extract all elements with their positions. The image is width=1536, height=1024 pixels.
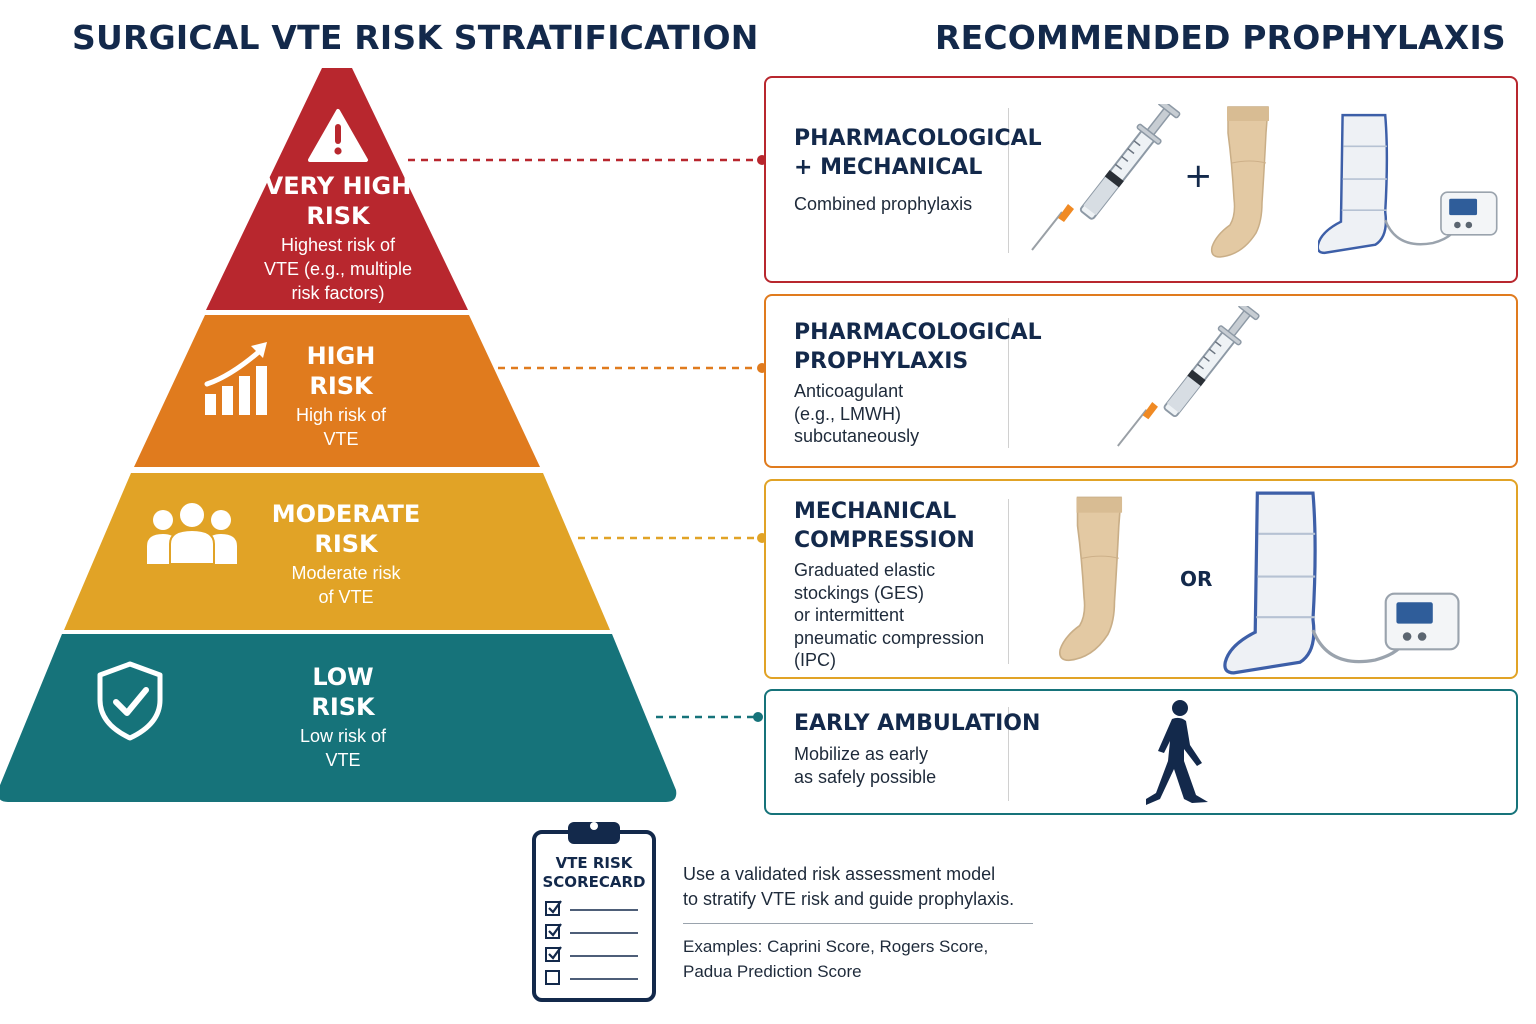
tier-description: VTE [325,750,361,770]
tier-description: VTE (e.g., multiple [263,259,413,279]
mechanical-compression-card: MECHANICAL COMPRESSION Graduated elastic… [764,479,1518,679]
tier-description: Low risk of [299,726,387,746]
tier-title: HIGH [306,342,376,370]
card-description-line: pneumatic compression [794,627,985,648]
card-description-line: or intermittent [794,605,905,625]
moderate-risk-label: MODERATE RISK Moderate risk of VTE [256,499,436,609]
scorecard-title-line-1: VTE RISK [556,854,634,872]
card-title: PHARMACOLOGICAL PROPHYLAXIS [794,318,1042,376]
assessment-note-line: Use a validated risk assessment model [683,864,996,884]
card-description-line: (e.g., LMWH) [794,403,902,424]
tier-title: RISK [309,372,373,400]
checklist-checkmark [548,946,562,960]
tier-title: RISK [306,202,370,230]
rising-chart-icon [204,342,267,415]
tier-title: VERY HIGH [264,172,412,200]
low-risk-tier [0,634,677,802]
card-title-line: PHARMACOLOGICAL [794,126,1042,151]
checklist-checkmark [548,923,562,937]
tier-description: of VTE [318,587,374,607]
card-description-line: subcutaneously [794,426,920,446]
card-description: Graduated elastic stockings (GES) or int… [794,559,984,672]
scorecard-title-line-2: SCORECARD [543,873,646,891]
card-title-line: PHARMACOLOGICAL [794,320,1042,345]
checklist-box [545,924,560,939]
card-title-line: + MECHANICAL [794,155,983,180]
card-description: Anticoagulant (e.g., LMWH) subcutaneousl… [794,380,919,448]
score-examples: Examples: Caprini Score, Rogers Score, P… [683,934,1043,984]
card-description-line: as safely possible [794,766,937,787]
tier-title: LOW [312,663,374,691]
prophylaxis-heading: RECOMMENDED PROPHYLAXIS [935,18,1506,57]
card-description-line: stockings (GES) [794,582,925,603]
tier-description: risk factors) [291,283,385,303]
high-risk-tier [134,315,540,467]
card-title-line: COMPRESSION [794,528,975,553]
card-title-line: MECHANICAL [794,499,957,524]
tier-description: High risk of [295,405,387,425]
tier-description: Moderate risk [291,563,401,583]
card-divider [1008,707,1009,801]
tier-description: VTE [323,429,359,449]
very-high-risk-tier [206,68,468,310]
checklist-box [545,901,560,916]
checklist-checkmark [548,900,562,914]
combined-prophylaxis-card: PHARMACOLOGICAL + MECHANICAL Combined pr… [764,76,1518,283]
people-group-icon [147,501,237,565]
assessment-note-line: to stratify VTE risk and guide prophylax… [683,889,1015,909]
ipc-device-icon [1318,113,1498,255]
low-risk-label: LOW RISK Low risk of VTE [263,662,423,772]
tier-description: Highest risk of [280,235,396,255]
card-description-line: Anticoagulant [794,381,904,401]
warning-icon [308,109,368,162]
ipc-device-icon [1223,491,1461,675]
note-divider [683,923,1033,924]
plus-separator: + [1184,156,1213,196]
card-divider [1008,318,1009,448]
compression-stocking-icon [1058,496,1123,662]
pharmacological-prophylaxis-card: PHARMACOLOGICAL PROPHYLAXIS Anticoagulan… [764,294,1518,468]
or-separator: OR [1180,567,1213,591]
card-description-line: (IPC) [794,650,836,670]
tier-title: RISK [314,530,378,558]
syringe-icon [1116,306,1263,447]
syringe-icon [1031,104,1183,251]
tier-title: RISK [311,693,375,721]
checklist-box [545,970,560,985]
score-examples-line: Examples: Caprini Score, Rogers Score, [683,937,989,956]
compression-stocking-icon [1210,106,1270,258]
score-examples-line: Padua Prediction Score [683,962,862,981]
card-divider [1008,499,1009,664]
shield-check-icon [97,661,163,741]
high-risk-label: HIGH RISK High risk of VTE [261,341,421,451]
card-description-line: Mobilize as early [794,744,929,764]
card-divider [1008,108,1009,253]
card-description: Combined prophylaxis [794,194,973,214]
early-ambulation-card: EARLY AMBULATION Mobilize as early as sa… [764,689,1518,815]
low-connector-dot [753,712,763,722]
card-title-line: PROPHYLAXIS [794,349,969,374]
very-high-risk-label: VERY HIGH RISK Highest risk of VTE (e.g.… [238,171,438,305]
walking-person-icon [1146,700,1208,805]
tier-title: MODERATE [271,500,421,528]
card-title: EARLY AMBULATION [794,711,1041,736]
card-description-line: Graduated elastic [794,560,936,580]
card-title: MECHANICAL COMPRESSION [794,497,975,555]
scorecard-clipboard-icon: VTE RISK SCORECARD [532,822,656,1002]
card-description: Mobilize as early as safely possible [794,743,936,788]
assessment-note: Use a validated risk assessment model to… [683,862,1043,912]
checklist-box [545,947,560,962]
card-title: PHARMACOLOGICAL + MECHANICAL [794,124,1042,182]
risk-stratification-heading: SURGICAL VTE RISK STRATIFICATION [72,18,759,57]
scorecard-checklist [545,900,638,985]
